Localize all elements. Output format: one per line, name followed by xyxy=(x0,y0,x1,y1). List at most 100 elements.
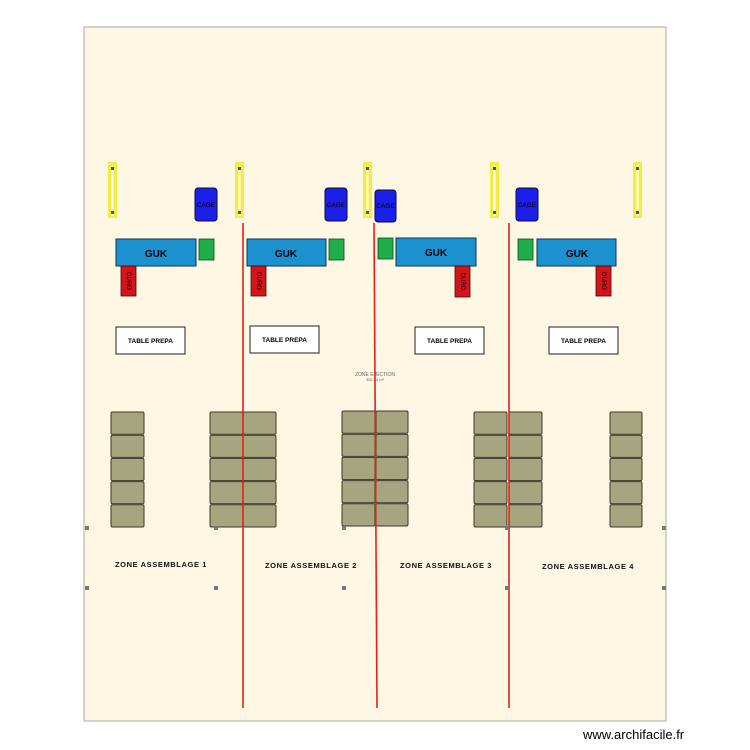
guk-block[interactable]: GUK xyxy=(536,238,617,267)
svg-text:TABLE PREPA: TABLE PREPA xyxy=(427,338,472,345)
green-box[interactable] xyxy=(198,238,215,261)
rack-block[interactable] xyxy=(242,434,277,458)
duro-block[interactable]: DURO xyxy=(454,265,471,298)
svg-text:TABLE PREPA: TABLE PREPA xyxy=(262,337,307,344)
rack-block[interactable] xyxy=(341,433,376,457)
rack-block[interactable] xyxy=(375,480,409,504)
marker xyxy=(662,526,666,530)
svg-text:DURO: DURO xyxy=(255,272,261,290)
rack-block[interactable] xyxy=(110,411,145,435)
rack-block[interactable] xyxy=(209,504,244,528)
svg-text:GUK: GUK xyxy=(425,248,448,259)
marker xyxy=(662,586,666,590)
rack-block[interactable] xyxy=(508,411,543,435)
cage-block[interactable]: CAGE xyxy=(194,187,218,222)
rails xyxy=(108,162,642,218)
marker xyxy=(342,586,346,590)
svg-text:GUK: GUK xyxy=(145,249,168,260)
rack-block[interactable] xyxy=(341,480,376,504)
rack-block[interactable] xyxy=(375,433,409,457)
marker xyxy=(85,586,89,590)
rack-column xyxy=(110,411,145,528)
prep-tables: TABLE PREPA TABLE PREPA TABLE PREPA TABL… xyxy=(115,325,619,355)
rack-block[interactable] xyxy=(110,481,145,505)
table-prepa[interactable]: TABLE PREPA xyxy=(249,325,320,354)
duro-block[interactable]: DURO xyxy=(250,265,267,297)
rail xyxy=(633,162,642,218)
rack-block[interactable] xyxy=(341,456,376,481)
green-box[interactable] xyxy=(517,238,534,261)
rack-column xyxy=(242,411,277,528)
svg-text:CAGE: CAGE xyxy=(327,202,346,209)
rack-block[interactable] xyxy=(609,434,643,458)
rack-block[interactable] xyxy=(473,504,508,528)
duro-block[interactable]: DURO xyxy=(595,265,612,297)
rack-column xyxy=(609,411,643,528)
rack-column xyxy=(508,411,543,528)
rack-block[interactable] xyxy=(110,457,145,482)
cage-block[interactable]: CAGE xyxy=(515,187,539,222)
zone-label: ZONE ASSEMBLAGE 1 xyxy=(115,560,207,569)
svg-text:CAGE: CAGE xyxy=(197,202,216,209)
zone-divider xyxy=(373,222,378,709)
green-boxes xyxy=(198,237,534,261)
rack-block[interactable] xyxy=(110,504,145,528)
rack-block[interactable] xyxy=(473,434,508,458)
table-prepa[interactable]: TABLE PREPA xyxy=(414,326,485,355)
markers xyxy=(85,526,666,590)
svg-text:DURO: DURO xyxy=(125,272,131,290)
rack-block[interactable] xyxy=(473,411,508,435)
rack-column xyxy=(341,410,376,527)
rack-block[interactable] xyxy=(609,504,643,528)
zone-label: ZONE ASSEMBLAGE 4 xyxy=(542,562,634,571)
guk-block[interactable]: GUK xyxy=(115,238,197,267)
rail xyxy=(108,162,117,218)
rack-block[interactable] xyxy=(508,457,543,482)
rack-block[interactable] xyxy=(473,481,508,505)
rack-block[interactable] xyxy=(242,457,277,482)
rack-block[interactable] xyxy=(473,457,508,482)
guk-blocks: GUK GUK GUK GUK xyxy=(115,237,617,267)
marker xyxy=(214,526,218,530)
rack-block[interactable] xyxy=(341,410,376,434)
rack-block[interactable] xyxy=(341,503,376,527)
rack-block[interactable] xyxy=(375,410,409,434)
svg-text:GUK: GUK xyxy=(566,249,589,260)
svg-text:TABLE PREPA: TABLE PREPA xyxy=(128,338,173,345)
cage-block[interactable]: CAGE xyxy=(324,187,348,222)
zone-label: ZONE ASSEMBLAGE 3 xyxy=(400,561,492,570)
rack-block[interactable] xyxy=(609,411,643,435)
rack-block[interactable] xyxy=(375,456,409,481)
guk-block[interactable]: GUK xyxy=(246,238,327,267)
table-prepa[interactable]: TABLE PREPA xyxy=(115,326,186,355)
rack-block[interactable] xyxy=(609,481,643,505)
green-box[interactable] xyxy=(328,238,345,261)
svg-text:CAGE: CAGE xyxy=(376,203,395,210)
rack-block[interactable] xyxy=(375,503,409,527)
guk-block[interactable]: GUK xyxy=(395,237,477,267)
marker xyxy=(505,586,509,590)
rack-block[interactable] xyxy=(242,504,277,528)
rack-block[interactable] xyxy=(110,434,145,458)
rack-block[interactable] xyxy=(508,481,543,505)
rack-block[interactable] xyxy=(209,457,244,482)
rack-block[interactable] xyxy=(508,504,543,528)
rail xyxy=(363,162,372,218)
cage-block[interactable]: CAGE xyxy=(374,189,397,223)
site-credit[interactable]: www.archifacile.fr xyxy=(583,727,685,742)
rack-column xyxy=(473,411,508,528)
duro-block[interactable]: DURO xyxy=(120,265,137,297)
green-box[interactable] xyxy=(377,237,394,260)
rack-block[interactable] xyxy=(242,481,277,505)
rack-block[interactable] xyxy=(609,457,643,482)
rack-block[interactable] xyxy=(209,411,244,435)
rack-block[interactable] xyxy=(209,481,244,505)
rack-block[interactable] xyxy=(508,434,543,458)
svg-text:DURO: DURO xyxy=(600,272,606,290)
svg-text:DURO: DURO xyxy=(459,273,465,291)
rack-block[interactable] xyxy=(242,411,277,435)
table-prepa[interactable]: TABLE PREPA xyxy=(548,326,619,355)
rack-block[interactable] xyxy=(209,434,244,458)
marker xyxy=(85,526,89,530)
